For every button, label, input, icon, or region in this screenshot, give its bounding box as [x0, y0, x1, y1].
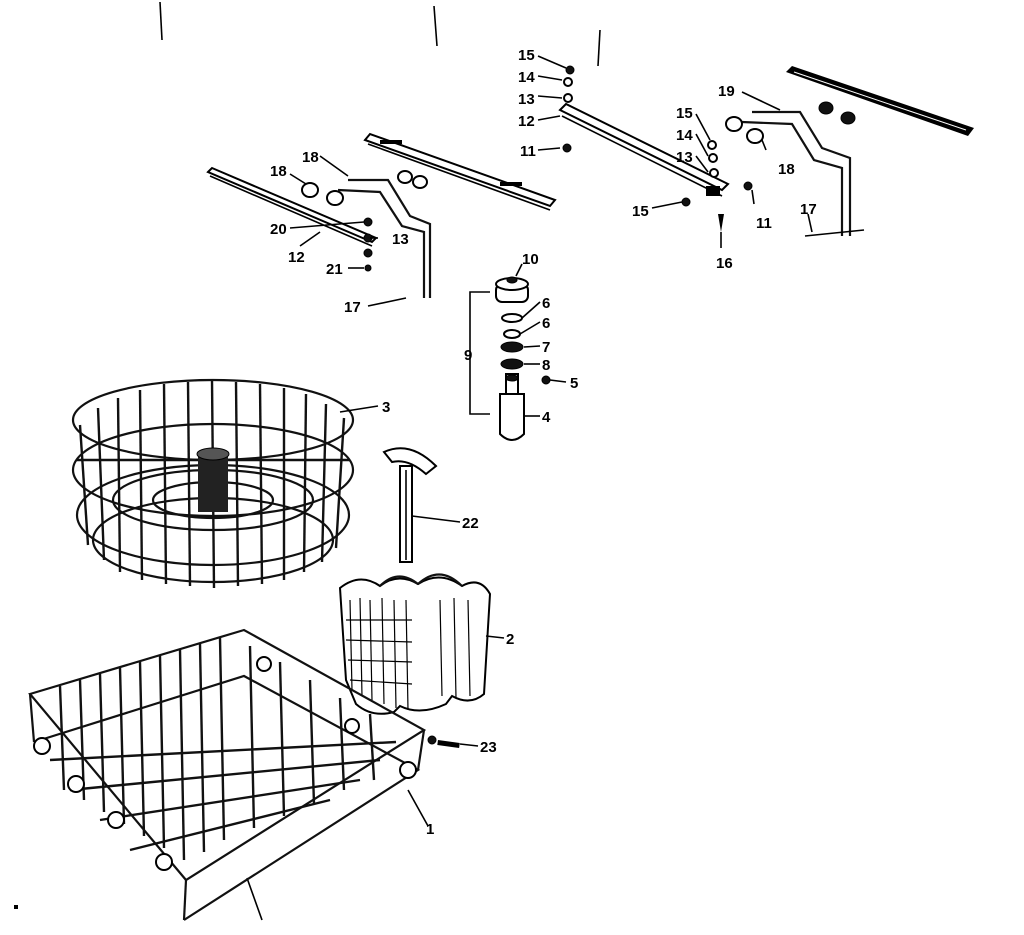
right-rack-track: [558, 102, 730, 197]
callout-labels: 15 14 13 12 11 15 14 13 15 11 16 19 18 1…: [270, 47, 817, 838]
callout-19: 19: [718, 83, 735, 100]
callout-15: 15: [676, 105, 693, 122]
callout-1: 1: [426, 821, 434, 838]
callout-9: 9: [464, 347, 472, 364]
callout-13: 13: [518, 91, 535, 108]
round-upper-rack: [71, 378, 355, 589]
callout-20: 20: [270, 221, 287, 238]
lower-rack: [28, 628, 427, 921]
scan-artifacts: [14, 1, 601, 921]
callout-12: 12: [518, 113, 535, 130]
callout-15: 15: [518, 47, 535, 64]
callout-21: 21: [326, 261, 343, 278]
callout-6: 6: [542, 295, 550, 312]
right-rack-arm: [725, 101, 865, 237]
callout-11: 11: [520, 143, 536, 160]
callout-14: 14: [518, 69, 535, 86]
callout-14: 14: [676, 127, 693, 144]
callout-17: 17: [344, 299, 361, 316]
screw-23: [427, 735, 460, 749]
far-right-rail: [786, 66, 974, 136]
callout-12: 12: [288, 249, 305, 266]
callout-11: 11: [756, 215, 772, 232]
left-rack-arm: [301, 170, 432, 307]
callout-13: 13: [676, 149, 693, 166]
callout-3: 3: [382, 399, 390, 416]
callout-18: 18: [302, 149, 319, 166]
callout-23: 23: [480, 739, 497, 756]
center-hardware-stack: [562, 65, 753, 248]
callout-13: 13: [392, 231, 409, 248]
callout-15: 15: [632, 203, 649, 220]
callout-22: 22: [462, 515, 479, 532]
leader-lines: [289, 55, 813, 827]
callout-4: 4: [542, 409, 551, 426]
callout-17: 17: [800, 201, 817, 218]
callout-7: 7: [542, 339, 550, 356]
left-upper-track: [363, 132, 557, 211]
callout-18: 18: [778, 161, 795, 178]
basket-handle: [382, 447, 438, 563]
callout-10: 10: [522, 251, 539, 268]
callout-8: 8: [542, 357, 550, 374]
callout-6: 6: [542, 315, 550, 332]
callout-16: 16: [716, 255, 733, 272]
callout-5: 5: [570, 375, 578, 392]
callout-2: 2: [506, 631, 514, 648]
callout-18: 18: [270, 163, 287, 180]
cutlery-basket: [338, 573, 492, 715]
